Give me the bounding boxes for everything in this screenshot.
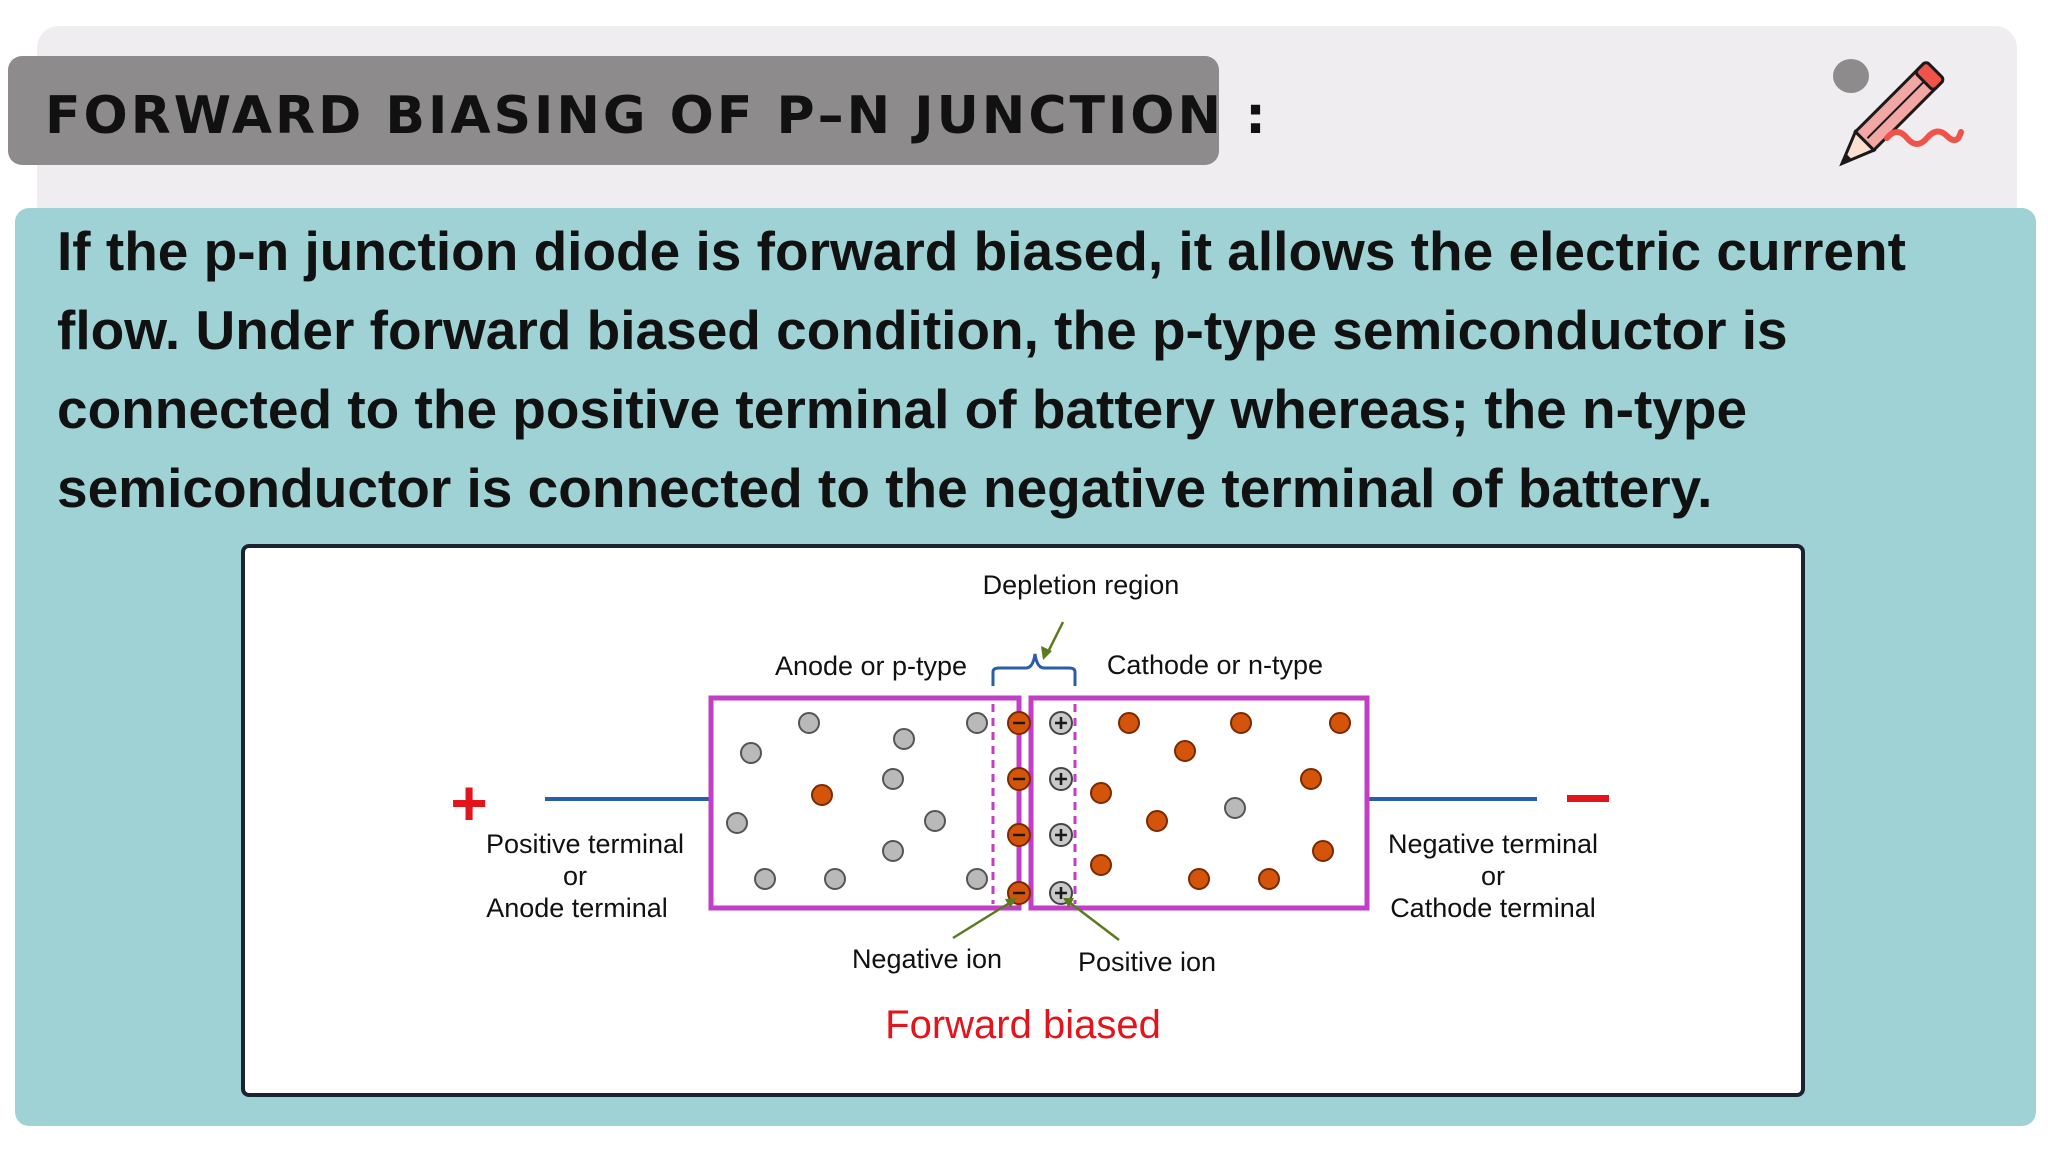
positive-ion-label: Positive ion bbox=[1078, 947, 1216, 977]
diagram-frame bbox=[241, 544, 1805, 1097]
positive-ions-group bbox=[1049, 711, 1073, 905]
electron bbox=[1146, 810, 1168, 832]
p-type-region bbox=[708, 695, 1022, 911]
electron bbox=[1258, 868, 1280, 890]
hole bbox=[882, 840, 904, 862]
electron bbox=[1188, 868, 1210, 890]
electron bbox=[1118, 712, 1140, 734]
negative-terminal-label-line1: Negative terminal bbox=[1388, 829, 1598, 859]
negative-ion bbox=[1007, 767, 1031, 791]
hole bbox=[966, 712, 988, 734]
hole bbox=[740, 742, 762, 764]
minus-sign bbox=[1567, 795, 1609, 802]
positive-ion bbox=[1049, 767, 1073, 791]
hole bbox=[824, 868, 846, 890]
electron bbox=[1174, 740, 1196, 762]
anode-region-label: Anode or p-type bbox=[775, 651, 967, 681]
depletion-brace bbox=[991, 653, 1077, 686]
hole bbox=[893, 728, 915, 750]
electron bbox=[1300, 768, 1322, 790]
cathode-region-label: Cathode or n-type bbox=[1107, 650, 1323, 680]
negative-ion bbox=[1007, 823, 1031, 847]
positive-ion bbox=[1049, 711, 1073, 735]
hole bbox=[924, 810, 946, 832]
hole bbox=[726, 812, 748, 834]
positive-terminal-label-line2: or bbox=[563, 861, 587, 891]
page-title: FORWARD BIASING OF P–N JUNCTION : bbox=[45, 86, 1269, 146]
holes-group bbox=[726, 712, 1246, 890]
negative-ion-arrow bbox=[952, 900, 1012, 940]
depletion-region-label: Depletion region bbox=[983, 570, 1180, 600]
electron bbox=[1090, 854, 1112, 876]
negative-ion-label: Negative ion bbox=[852, 944, 1002, 974]
pn-junction-diagram: + bbox=[450, 570, 1609, 1047]
negative-terminal-label-line2: or bbox=[1481, 861, 1505, 891]
title-bar: FORWARD BIASING OF P–N JUNCTION : bbox=[8, 56, 1266, 165]
positive-terminal-label-line1: Positive terminal bbox=[486, 829, 684, 859]
positive-ion bbox=[1049, 823, 1073, 847]
electron bbox=[1312, 840, 1334, 862]
body-paragraph: If the p-n junction diode is forward bia… bbox=[57, 220, 1906, 519]
hole bbox=[1224, 797, 1246, 819]
plus-sign: + bbox=[450, 767, 487, 839]
hole bbox=[882, 768, 904, 790]
positive-terminal-label-line3: Anode terminal bbox=[486, 893, 668, 923]
electrons-group bbox=[811, 712, 1351, 890]
negative-ions-group bbox=[1007, 711, 1031, 905]
pencil-icon bbox=[1833, 59, 1964, 167]
positive-ion-arrow bbox=[1068, 901, 1120, 941]
negative-ion bbox=[1007, 711, 1031, 735]
electron bbox=[1329, 712, 1351, 734]
electron bbox=[811, 784, 833, 806]
hole bbox=[966, 868, 988, 890]
depletion-arrow bbox=[1045, 621, 1065, 655]
electron bbox=[1230, 712, 1252, 734]
electron bbox=[1090, 782, 1112, 804]
n-type-region bbox=[1028, 695, 1370, 911]
hole bbox=[798, 712, 820, 734]
hole bbox=[754, 868, 776, 890]
negative-terminal-label-line3: Cathode terminal bbox=[1390, 893, 1596, 923]
forward-biased-caption: Forward biased bbox=[885, 1003, 1161, 1047]
